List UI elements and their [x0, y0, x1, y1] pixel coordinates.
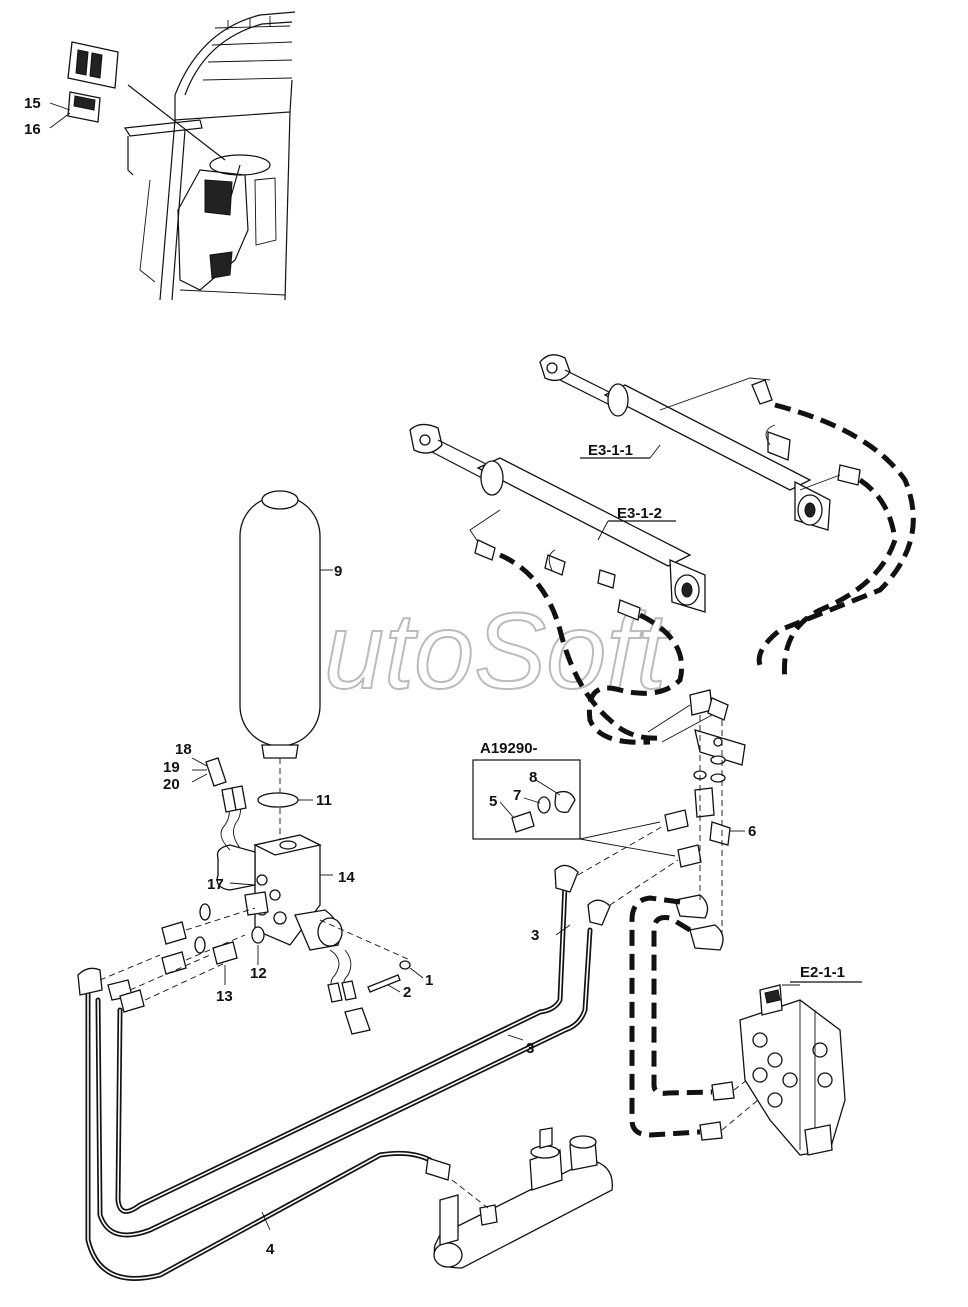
callout-numbers: 15 16 9 18 19 20 11 14 17 12 13 1 2 3 3 …	[24, 95, 756, 1258]
control-valve-hoses	[629, 895, 761, 1141]
lift-cylinder-lower	[409, 423, 706, 621]
accumulator	[239, 490, 333, 850]
callout-18: 18	[175, 741, 192, 758]
callout-19: 19	[163, 759, 180, 776]
callout-5: 5	[489, 793, 497, 810]
main-hoses	[77, 824, 679, 1281]
cylinder-hoses	[498, 402, 916, 745]
valve-block	[216, 834, 411, 961]
callout-4: 4	[266, 1241, 275, 1258]
callout-16: 16	[24, 121, 41, 138]
callout-3-lower: 3	[526, 1040, 534, 1057]
o-ring	[257, 792, 299, 808]
callout-14: 14	[338, 869, 355, 886]
tee-fittings	[647, 689, 746, 951]
callout-6: 6	[748, 823, 756, 840]
ref-e2-1-1: E2-1-1	[800, 964, 845, 981]
valve-fittings	[161, 903, 424, 993]
reference-labels: E3-1-1 E3-1-2 A19290- E2-1-1	[480, 442, 862, 983]
callout-8: 8	[529, 769, 537, 786]
callout-20: 20	[163, 776, 180, 793]
callout-11: 11	[316, 792, 332, 809]
control-valve	[739, 984, 846, 1156]
callout-3-upper: 3	[531, 927, 539, 944]
callout-1: 1	[425, 972, 433, 989]
lift-cylinder-upper	[539, 354, 861, 531]
callout-2: 2	[403, 984, 411, 1001]
callout-7: 7	[513, 787, 521, 804]
ref-a19290: A19290-	[480, 740, 538, 757]
callout-13: 13	[216, 988, 233, 1005]
ref-e3-1-1: E3-1-1	[588, 442, 633, 459]
callout-17: 17	[207, 876, 224, 893]
ref-e3-1-2: E3-1-2	[617, 505, 662, 522]
a19290-inset	[472, 759, 676, 857]
electrical-connectors	[191, 757, 371, 1035]
manifold-tube	[433, 1127, 613, 1269]
callout-15: 15	[24, 95, 41, 112]
cab-illustration	[49, 11, 296, 301]
callout-9: 9	[334, 563, 342, 580]
callout-12: 12	[250, 965, 267, 982]
